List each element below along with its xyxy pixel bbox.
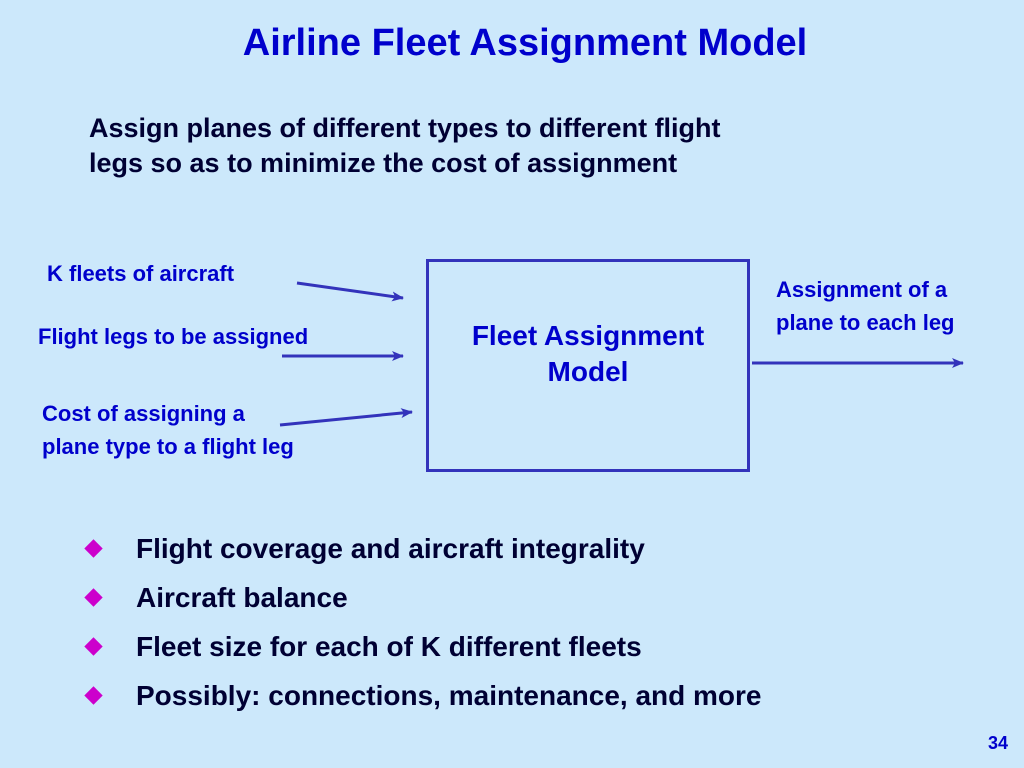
model-box-label: Fleet Assignment Model [438,318,738,390]
model-box-label-line-2: Model [547,356,629,387]
input-label-legs: Flight legs to be assigned [38,324,309,349]
subtitle-line-2: legs so as to minimize the cost of assig… [89,148,678,178]
input-label-cost-line-1: Cost of assigning a [42,401,245,426]
list-item: Flight coverage and aircraft integrality [80,528,762,577]
output-label-line-2: plane to each leg [776,310,955,335]
diamond-bullet-icon [84,637,103,656]
input-label-cost: Cost of assigning a plane type to a flig… [42,397,294,463]
subtitle-line-1: Assign planes of different types to diff… [89,113,721,143]
output-label: Assignment of a plane to each leg [776,273,955,339]
arrow-fleets-to-model [296,281,404,302]
arrow-cost-to-model [279,408,413,427]
fleet-assignment-model-box: Fleet Assignment Model [426,259,750,472]
list-item-text: Possibly: connections, maintenance, and … [136,680,762,711]
diamond-bullet-icon [84,539,103,558]
input-label-cost-line-2: plane type to a flight leg [42,434,294,459]
diamond-bullet-icon [84,588,103,607]
list-item-text: Aircraft balance [136,582,348,613]
list-item-text: Fleet size for each of K different fleet… [136,631,642,662]
list-item: Fleet size for each of K different fleet… [80,626,762,675]
list-item: Aircraft balance [80,577,762,626]
slide-subtitle: Assign planes of different types to diff… [89,111,929,181]
constraints-list: Flight coverage and aircraft integrality… [80,528,762,724]
page-number: 34 [987,733,1008,753]
output-label-line-1: Assignment of a [776,277,948,302]
list-item-text: Flight coverage and aircraft integrality [136,533,645,564]
slide-title: Airline Fleet Assignment Model [242,22,808,64]
diamond-bullet-icon [84,686,103,705]
input-label-fleets: K fleets of aircraft [47,261,235,286]
list-item: Possibly: connections, maintenance, and … [80,675,762,724]
model-box-label-line-1: Fleet Assignment [471,320,705,351]
